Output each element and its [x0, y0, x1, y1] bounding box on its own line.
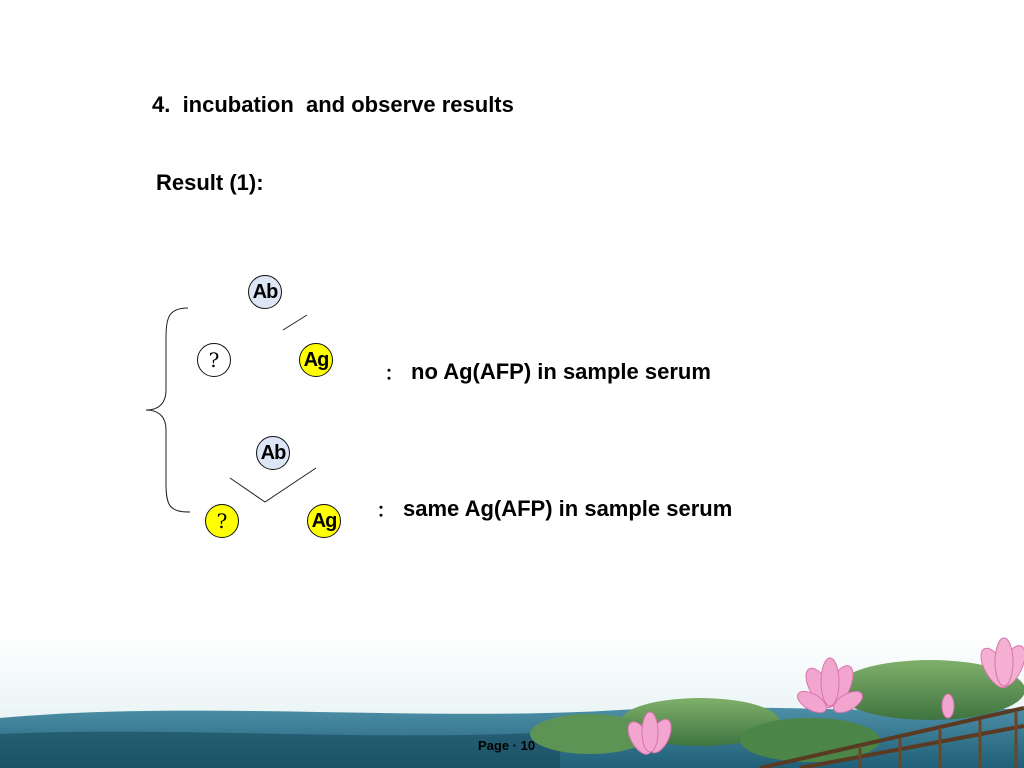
lotus-flower-1 [797, 657, 863, 714]
lotus-pond-decoration [0, 630, 1024, 768]
case1-reaction-line [282, 314, 308, 331]
case2-antibody-circle: Ab [256, 436, 290, 470]
case1-antigen-circle: Ag [299, 343, 333, 377]
step-heading: 4. incubation and observe results [152, 92, 514, 117]
lotus-flower-2 [980, 637, 1024, 689]
case1-unknown-circle: ? [197, 343, 231, 377]
curly-brace [145, 307, 191, 513]
result-heading: Result (1): [156, 170, 264, 195]
case1-antibody-circle: Ab [248, 275, 282, 309]
page-number: Page · 10 [478, 738, 536, 753]
case2-description: same Ag(AFP) in sample serum [403, 496, 733, 521]
case2-unknown-circle: ? [205, 504, 239, 538]
diagram-lines [145, 307, 317, 513]
wooden-railing [759, 706, 1024, 768]
lotus-bud [941, 693, 955, 719]
case1-description: no Ag(AFP) in sample serum [411, 359, 711, 384]
railing-posts [858, 712, 1018, 768]
case1-colon: ： [385, 366, 402, 383]
case1-description-row: ： no Ag(AFP) in sample serum [385, 359, 711, 385]
lotus-flower-3 [627, 711, 672, 755]
case2-colon: ： [377, 503, 394, 520]
case2-antigen-circle: Ag [307, 504, 341, 538]
case2-reaction-lines [229, 467, 317, 503]
case2-description-row: ： same Ag(AFP) in sample serum [377, 496, 732, 522]
